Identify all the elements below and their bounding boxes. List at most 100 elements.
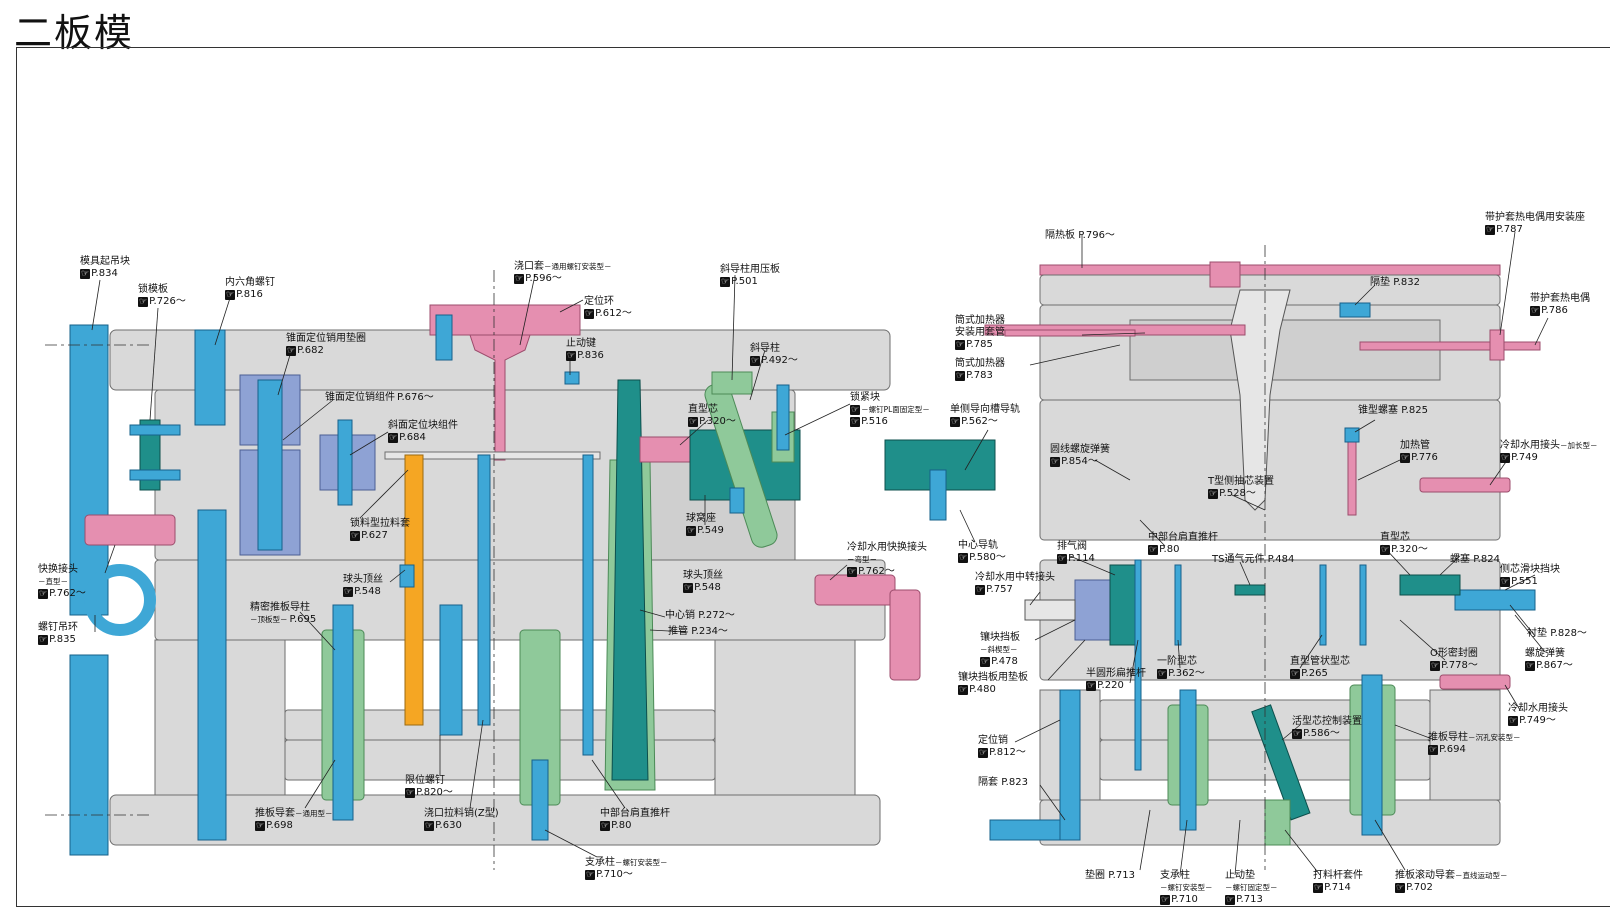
label-angle-pin: 斜导柱P.492～ xyxy=(750,343,798,367)
label-locating-ring: 定位环P.612～ xyxy=(584,296,632,320)
label-step-core: 一阶型芯P.362～ xyxy=(1157,656,1205,680)
label-straight-core: 直型芯P.320～ xyxy=(688,404,736,428)
label-heater-pipe: 加热管P.776 xyxy=(1400,440,1438,464)
label-bent-coupler: 冷却水用快换接头－弯型－P.762～ xyxy=(847,542,927,578)
taper-plug xyxy=(1344,427,1360,443)
sprue-puller xyxy=(404,454,424,726)
stop-collar-right xyxy=(989,819,1061,841)
label-spacer-sleeve: 隔套 P.823 xyxy=(978,777,1028,788)
heat-insulation-plate xyxy=(1039,264,1501,276)
stop-bolt xyxy=(439,604,463,736)
support-pillar-right-screw xyxy=(1179,689,1197,831)
label-lock-plate: 锁模板P.726～ xyxy=(138,284,186,308)
label-stop-key: 止动键P.836 xyxy=(566,338,604,362)
label-extended-cooling-fitting: 冷却水用接头－加长型－P.749 xyxy=(1500,440,1598,464)
label-eye-bolt: 螺钉吊环P.835 xyxy=(38,622,78,646)
knockout-rod-kit xyxy=(1264,799,1291,846)
label-plug: 螺塞 P.824 xyxy=(1450,554,1500,565)
heater-sleeve xyxy=(1004,329,1136,337)
label-cooling-fitting: 冷却水用接头P.749～ xyxy=(1508,703,1568,727)
label-shoulder-ejector-right: 中部台肩直推杆P.80 xyxy=(1148,532,1218,556)
label-slide-core-control: 活型芯控制装置P.586～ xyxy=(1292,716,1362,740)
label-rolling-guide-bushing: 推板滚动导套－直线运动型－P.702 xyxy=(1395,870,1508,894)
locating-ring-screw xyxy=(435,314,453,361)
spacer-pad xyxy=(1339,302,1371,318)
ejector-pin-1 xyxy=(477,454,491,726)
label-dowel-pin: 定位销P.812～ xyxy=(978,735,1026,759)
label-quick-coupler: 快换接头－直型－P.762～ xyxy=(38,564,86,600)
label-stop-pad: 止动垫－螺钉固定型－P.713 xyxy=(1225,870,1278,906)
label-socket-screw: 内六角螺钉P.816 xyxy=(225,277,275,301)
tapered-pin-screw xyxy=(257,379,283,551)
label-heater-sleeve: 筒式加热器安装用套管P.785 xyxy=(955,315,1005,351)
cooling-fitting-right xyxy=(1439,674,1511,690)
label-half-round-ejector: 半圆形扁推杆P.220 xyxy=(1086,668,1146,692)
ejector-guide-pin-core xyxy=(332,604,354,821)
eye-bolt-ring xyxy=(84,564,156,636)
label-locking-block: 锁紧块－螺钉PL面固定型－P.516 xyxy=(850,392,930,428)
label-ball-plunger-right: 球头顶丝P.548 xyxy=(683,570,723,594)
pin-2 xyxy=(1174,564,1182,646)
socket-screw-top xyxy=(194,329,226,426)
label-center-pin: 中心销 P.272～ xyxy=(665,610,735,621)
label-lifting-block: 模具起吊块P.834 xyxy=(80,256,130,280)
label-support-pillar-left: 支承柱－螺钉安装型－P.710～ xyxy=(585,857,668,881)
vent-valve xyxy=(1109,564,1136,646)
label-ejector-sleeve: 推管 P.234～ xyxy=(668,626,728,637)
label-z-sprue-puller: 浇口拉料销(Z型)P.630 xyxy=(424,808,499,832)
label-sprue-bushing: 浇口套－通用螺钉安装型－P.596～ xyxy=(514,261,612,285)
label-taper-plug: 锥型螺塞 P.825 xyxy=(1358,405,1428,416)
label-knockout-rod-kit: 打料杆套件P.714 xyxy=(1313,870,1363,894)
label-thermocouple-mount: 带护套热电偶用安装座P.787 xyxy=(1485,212,1585,236)
cooling-relay-fitting xyxy=(1024,599,1076,621)
ball-plunger-1 xyxy=(399,564,415,588)
pin-1 xyxy=(1134,559,1142,771)
sprue-bushing-right xyxy=(1209,261,1241,288)
label-shoulder-ejector-left: 中部台肩直推杆P.80 xyxy=(600,808,670,832)
heater-pipe xyxy=(1347,439,1357,516)
label-t-side-core: T型侧抽芯装置P.528～ xyxy=(1208,476,1274,500)
ball-plunger-2 xyxy=(729,487,745,514)
side-core-plate xyxy=(1399,574,1461,596)
label-ball-socket: 球窝座P.549 xyxy=(686,513,724,537)
label-gasket: 衬垫 P.828～ xyxy=(1527,628,1587,639)
label-vent-valve: 排气阀P.114 xyxy=(1057,541,1095,565)
guide-pin-right xyxy=(1059,689,1081,841)
label-center-guide-rail: 中心导轨P.580～ xyxy=(958,540,1006,564)
locking-block-screw xyxy=(776,384,790,451)
label-support-pillar-right: 支承柱－螺钉安装型－P.710 xyxy=(1160,870,1213,906)
lifting-block-top xyxy=(69,324,109,616)
label-insert-stop-pad: 镶块挡板用垫板P.480 xyxy=(958,672,1028,696)
label-ejector-guide-pin-right: 推板导柱－沉孔安装型－P.694 xyxy=(1428,732,1521,756)
label-insert-stop: 镶块挡板－斜楔型－P.478 xyxy=(980,632,1020,668)
label-ball-plunger-left: 球头顶丝P.548 xyxy=(343,574,383,598)
angular-locator-screw xyxy=(337,419,353,506)
label-thermocouple: 带护套热电偶P.786 xyxy=(1530,293,1590,317)
diagram-frame xyxy=(16,47,1610,907)
runner-bar xyxy=(384,451,601,460)
bent-coupler-v xyxy=(889,589,921,681)
cavity-plate-right xyxy=(1039,399,1501,541)
insert-stop xyxy=(1074,579,1111,641)
label-single-guide-rail: 单侧导向槽导轨P.562～ xyxy=(950,404,1020,428)
leader-lines xyxy=(91,231,1549,876)
lock-screw-2 xyxy=(129,469,181,481)
lifting-block-bottom xyxy=(69,654,109,856)
label-washer: 垫圈 P.713 xyxy=(1085,870,1135,881)
label-sprue-puller: 锁料型拉料套P.627 xyxy=(350,518,410,542)
slide-core-control xyxy=(1251,704,1311,821)
support-pillar-screw xyxy=(531,759,549,841)
spacer-block-right xyxy=(714,639,856,796)
label-tapered-pin-washer: 锥面定位销用垫圈P.682 xyxy=(286,333,366,357)
label-ts-vent: TS通气元件 P.484 xyxy=(1212,554,1295,565)
ejector-guide-pin-right-core xyxy=(1361,674,1383,836)
hot-sprue xyxy=(1229,289,1291,511)
ts-vent xyxy=(1234,584,1266,596)
extended-cooling-fitting xyxy=(1419,477,1511,493)
long-screw xyxy=(197,509,227,841)
label-precision-guide-pin: 精密推板导柱－顶板型－P.695 xyxy=(250,602,317,625)
label-side-core-stopper: 侧芯滑块挡块P.551 xyxy=(1500,564,1560,588)
label-angle-pin-clamp: 斜导柱用压板P.501 xyxy=(720,264,780,288)
label-stop-bolt: 限位螺钉P.820～ xyxy=(405,775,453,799)
